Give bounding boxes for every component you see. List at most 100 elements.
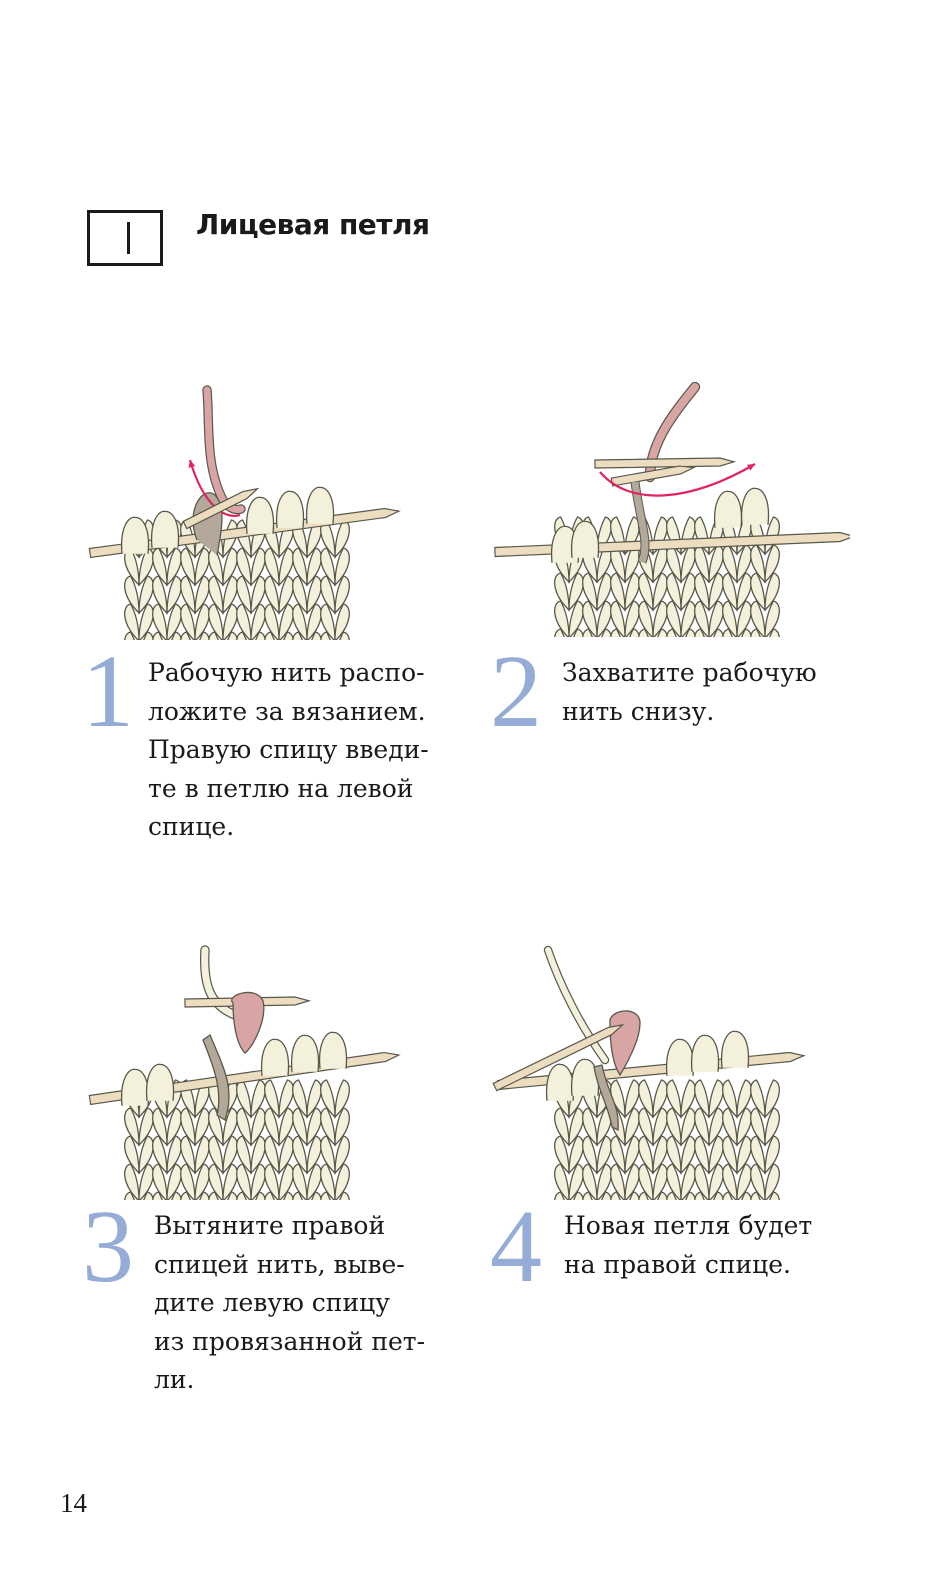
step-line: Правую спицу введи- — [148, 735, 429, 764]
step-line: нить снизу. — [562, 696, 715, 726]
stitch-leg — [124, 575, 140, 615]
stitch-leg — [638, 572, 654, 612]
knitting-needle — [610, 465, 696, 487]
stitch-leg — [292, 1107, 308, 1147]
stitch-leg — [199, 631, 210, 640]
stitch-leg — [666, 1191, 677, 1200]
stitch-leg — [722, 1191, 733, 1200]
stitch-leg — [264, 1079, 280, 1119]
stitch-leg — [250, 547, 266, 587]
stitch-leg — [227, 1191, 238, 1200]
stitch-leg — [638, 1163, 654, 1200]
stitch-leg — [736, 1135, 752, 1175]
stitch-leg — [194, 547, 210, 587]
stitch-leg — [582, 600, 598, 637]
stitch-leg — [722, 1163, 738, 1200]
stitch-leg — [722, 572, 738, 612]
stitch-leg — [736, 1079, 752, 1119]
stitch-leg — [722, 1107, 738, 1147]
stitch-leg — [666, 1163, 682, 1200]
stitch-leg — [208, 575, 224, 615]
stitch-leg — [171, 631, 182, 640]
stitch-leg — [554, 1135, 570, 1175]
stitch-leg — [199, 1191, 210, 1200]
stitch-leg — [334, 1163, 350, 1200]
worked-loop — [202, 1034, 230, 1121]
stitch-leg — [680, 600, 696, 637]
stitch-leg — [138, 1135, 154, 1175]
stitch-leg — [278, 1079, 294, 1119]
stitch-leg — [680, 1135, 696, 1175]
loop-on-needle — [150, 510, 180, 548]
stitch-leg — [339, 1191, 350, 1200]
stitch-leg — [750, 1163, 766, 1200]
stitch-leg — [138, 1107, 154, 1147]
stitch-leg — [180, 1107, 196, 1147]
stitch-leg — [657, 628, 668, 637]
loop-on-needle — [260, 1038, 290, 1076]
stitch-leg — [736, 1107, 752, 1147]
stitch-leg — [769, 1191, 780, 1200]
stitch-leg — [152, 631, 163, 640]
stitch-leg — [334, 1107, 350, 1147]
loop-on-needle — [275, 490, 305, 528]
stitch-leg — [638, 1107, 654, 1147]
stitch-leg — [227, 631, 238, 640]
stitch-leg — [666, 1079, 682, 1119]
stitch-leg — [596, 1107, 612, 1147]
stitch-leg — [624, 600, 640, 637]
stitch-leg — [685, 628, 696, 637]
stitch-leg — [166, 1135, 182, 1175]
stitch-leg — [236, 603, 252, 640]
stitch-leg — [601, 628, 612, 637]
stitch-leg — [736, 1163, 752, 1200]
step-line: из провязанной пет- — [154, 1326, 426, 1356]
stitch-leg — [624, 1107, 640, 1147]
stitch-leg — [152, 1163, 168, 1200]
stitch-leg — [255, 631, 266, 640]
stitch-leg — [250, 1163, 266, 1200]
stitch-leg — [629, 628, 640, 637]
stitch-leg — [320, 575, 336, 615]
stitch-leg — [666, 1107, 682, 1147]
stitch-leg — [694, 1191, 705, 1200]
stitch-leg — [222, 575, 238, 615]
pull-through-illustration-icon — [85, 945, 445, 1200]
stitch-leg — [610, 600, 626, 637]
stitch-leg — [750, 628, 761, 637]
stitch-leg — [708, 572, 724, 612]
stitch-leg — [769, 628, 780, 637]
stitch-leg — [601, 1191, 612, 1200]
stitch-leg — [194, 603, 210, 640]
page-number: 14 — [60, 1488, 87, 1518]
stitch-leg — [339, 631, 350, 640]
stitch-leg — [750, 1191, 761, 1200]
stitch-leg — [278, 547, 294, 587]
step-line: дите левую спицу — [154, 1288, 390, 1317]
new-loop-illustration-icon — [490, 945, 850, 1200]
stitch-leg — [311, 631, 322, 640]
stitch-leg — [624, 1163, 640, 1200]
stitch-leg — [708, 1163, 724, 1200]
loop-on-needle — [740, 487, 770, 525]
stitch-leg — [582, 572, 598, 612]
stitch-leg — [194, 1163, 210, 1200]
stitch-leg — [306, 1107, 322, 1147]
stitch-leg — [194, 575, 210, 615]
knitting-needle — [182, 487, 260, 530]
stitch-leg — [320, 547, 336, 587]
stitch-leg — [554, 628, 565, 637]
stitch-leg — [264, 1191, 275, 1200]
stitch-leg — [222, 603, 238, 640]
stitch-leg — [568, 572, 584, 612]
stitch-leg — [736, 572, 752, 612]
loop-on-needle — [665, 1038, 695, 1076]
stitch-leg — [180, 1191, 191, 1200]
stitch-leg — [152, 1191, 163, 1200]
stitch-leg — [138, 603, 154, 640]
stitch-leg — [222, 1107, 238, 1147]
stitch-leg — [582, 628, 593, 637]
stitch-leg — [750, 600, 766, 637]
stitch-leg — [320, 603, 336, 640]
stitch-leg — [638, 1135, 654, 1175]
